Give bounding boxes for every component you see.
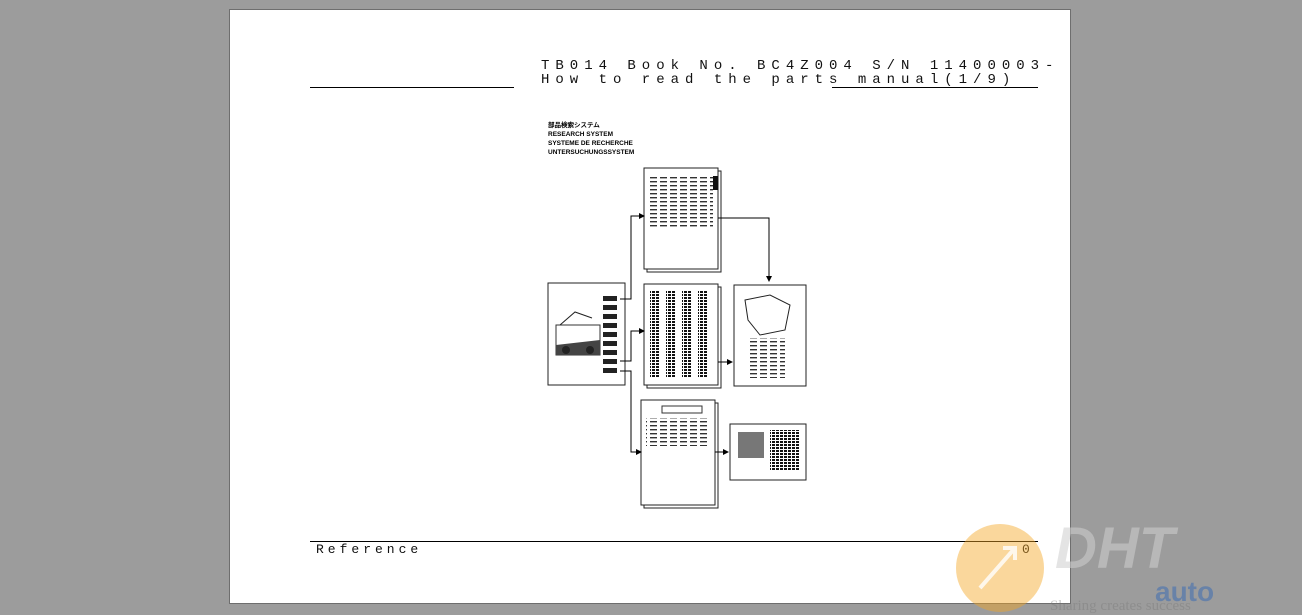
research-system-labels: 部品検索システム RESEARCH SYSTEM SYSTEME DE RECH… (548, 121, 634, 157)
watermark-brand-sub: auto (1155, 576, 1214, 607)
footer-reference: Reference (316, 542, 423, 557)
exploded-view-page (733, 284, 807, 387)
parts-list-page-stack (643, 283, 722, 389)
footer-rule (310, 541, 1038, 542)
watermark-tagline: Sharing creates success (1050, 598, 1191, 614)
label-japanese: 部品検索システム (548, 122, 600, 129)
watermark-brand: DHT (1055, 518, 1179, 581)
index-page-stack (643, 167, 722, 273)
machine-overview-page (547, 282, 626, 386)
label-english: RESEARCH SYSTEM (548, 131, 614, 138)
footer-page-number: 0 (1022, 542, 1034, 557)
header-line-1: TB014 Book No. BC4Z004 S/N 11400003- (541, 58, 1060, 74)
header-rule-right (832, 87, 1038, 88)
engine-detail-page (729, 423, 807, 481)
dht-auto-watermark: DHT auto Sharing creates success (956, 518, 1214, 614)
parts-table-page-stack (640, 399, 719, 509)
header-rule (310, 87, 514, 88)
label-french: SYSTEME DE RECHERCHE (548, 140, 633, 147)
header-line-2: How to read the parts manual(1/9) (541, 72, 1017, 88)
label-german: UNTERSUCHUNGSSYSTEM (548, 149, 635, 156)
